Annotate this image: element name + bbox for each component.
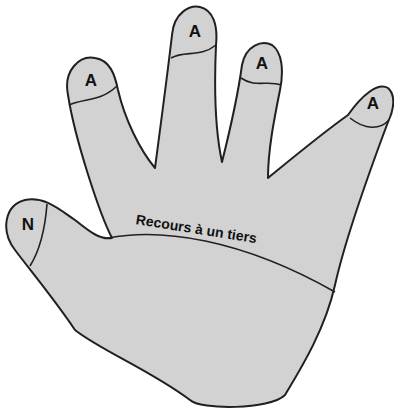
ring-nail-line <box>241 78 281 85</box>
nail-lines <box>30 45 389 266</box>
pinky-nail-line <box>350 118 389 127</box>
finger-letter: A <box>367 95 379 112</box>
middle-nail-line <box>171 45 216 58</box>
index-nail-line <box>69 86 117 105</box>
finger-letter: A <box>85 72 97 89</box>
finger-letter: A <box>189 23 201 40</box>
thumb-nail-line <box>30 204 47 266</box>
finger-letter: A <box>256 55 268 72</box>
palm-line <box>108 235 335 292</box>
thumb-letter: N <box>22 216 34 233</box>
hand-outline <box>6 7 393 407</box>
